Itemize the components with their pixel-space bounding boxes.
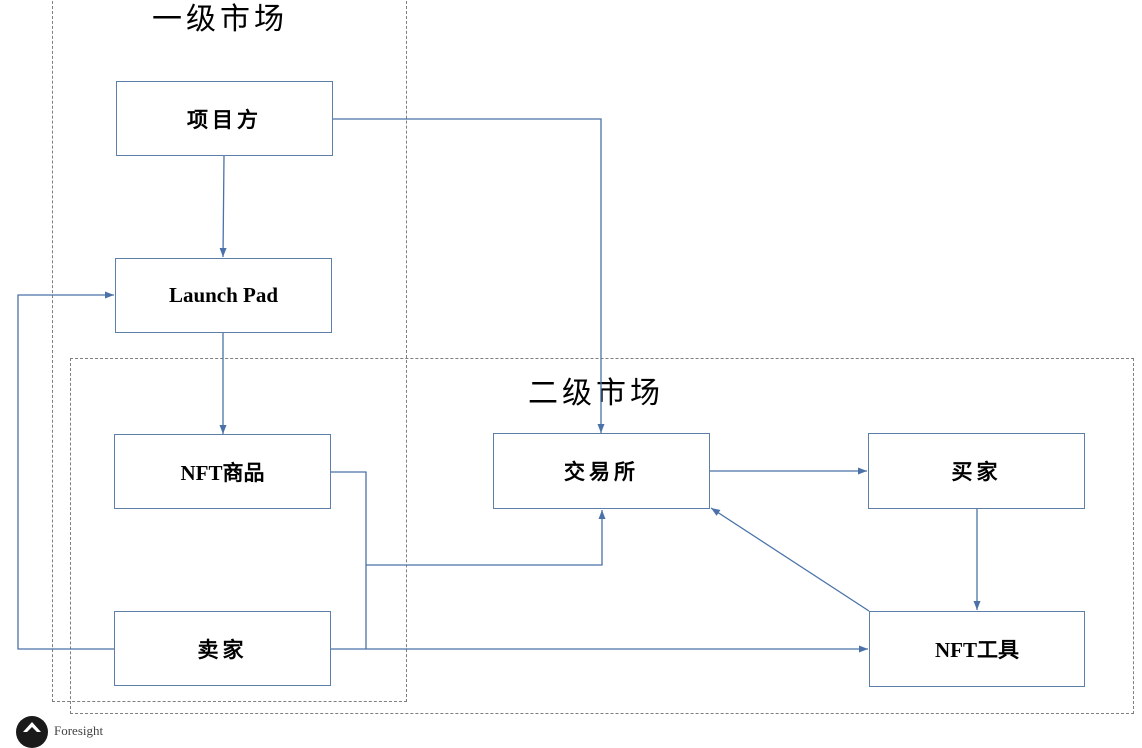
node-nft-goods: NFT商品 — [114, 434, 331, 509]
node-buyer: 买家 — [868, 433, 1085, 509]
secondary-market-region — [70, 358, 1134, 714]
node-nft-tools: NFT工具 — [869, 611, 1085, 687]
secondary-market-title: 二级市场 — [528, 376, 664, 411]
primary-market-region — [52, 0, 407, 702]
flow-arrows — [17, 118, 981, 653]
edge-project-to-exchange — [332, 118, 605, 433]
edge-nfttools-to-exchange — [710, 507, 870, 612]
primary-market-title: 一级市场 — [152, 2, 288, 37]
node-project: 项目方 — [116, 81, 333, 156]
node-exchange: 交易所 — [493, 433, 710, 509]
node-seller: 卖家 — [114, 611, 331, 686]
foresight-logo: Foresight — [16, 716, 103, 748]
edge-nftgoods-bracket — [330, 471, 367, 649]
foresight-logo-text: Foresight — [54, 723, 104, 738]
node-launchpad: Launch Pad — [115, 258, 332, 333]
edge-seller-to-launchpad — [17, 291, 114, 650]
foresight-logo-icon — [16, 716, 48, 748]
edge-project-to-launchpad — [219, 155, 227, 258]
edge-bracket-to-exchange — [366, 510, 606, 566]
